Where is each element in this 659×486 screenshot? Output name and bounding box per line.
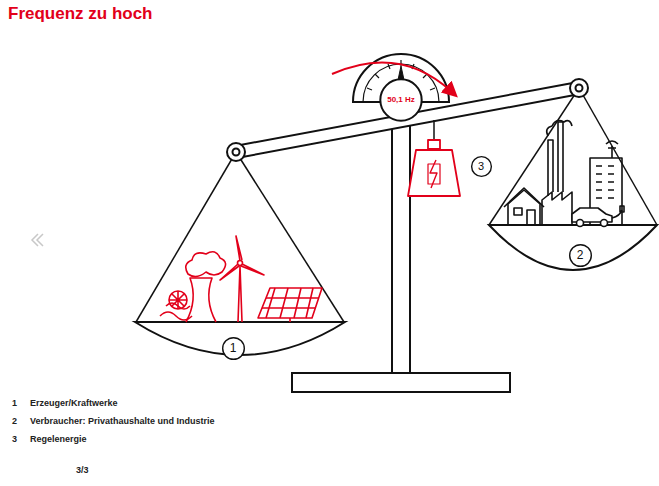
scale-beam xyxy=(233,149,240,156)
key-number: 1 xyxy=(12,399,17,409)
frequency-display: 50,1 Hz xyxy=(379,78,423,122)
key-number: 3 xyxy=(12,435,17,445)
producers-icon xyxy=(289,318,291,322)
callout-number: 1 xyxy=(222,337,245,360)
nav-chevron xyxy=(37,234,43,246)
producers-icon xyxy=(160,312,192,320)
scale-beam xyxy=(227,79,588,161)
node-outline xyxy=(471,156,491,176)
consumers-icon xyxy=(527,210,535,225)
page-indicator: 3/3 xyxy=(76,466,89,476)
node-label: 3 xyxy=(478,161,484,172)
scale-stand xyxy=(292,373,510,392)
node-outline xyxy=(222,337,244,359)
producers-icon xyxy=(220,264,239,280)
right-pan xyxy=(489,88,657,270)
key-number: 2 xyxy=(12,417,17,427)
consumers-icon xyxy=(577,220,584,227)
node-label: 50,1 Hz xyxy=(387,96,415,104)
nav-chevron xyxy=(32,234,43,246)
consumers-icon xyxy=(504,121,624,227)
producers-icon xyxy=(262,288,319,318)
consumers-icon xyxy=(548,140,553,196)
left-pan xyxy=(135,152,345,355)
producers-icon xyxy=(258,288,322,318)
producers-icon xyxy=(238,266,242,322)
node-outline xyxy=(380,79,421,120)
control-energy-weight xyxy=(408,120,460,196)
callout-number: 3 xyxy=(471,156,492,177)
control-energy-weight xyxy=(433,120,435,140)
left-pan xyxy=(136,152,236,322)
scale-stand xyxy=(392,108,410,373)
consumers-icon xyxy=(596,166,614,198)
consumers-icon xyxy=(608,146,616,158)
node-label: 1 xyxy=(230,342,237,354)
producers-icon xyxy=(169,291,187,309)
scale-stand xyxy=(292,108,510,392)
scale-beam xyxy=(227,143,245,161)
left-pan xyxy=(236,152,344,322)
consumers-icon xyxy=(514,208,522,215)
key-text: Verbraucher: Privathaushalte und Industr… xyxy=(30,417,215,427)
right-pan xyxy=(579,88,657,225)
consumers-icon xyxy=(547,121,572,136)
node-label: 2 xyxy=(577,249,584,261)
consumers-icon xyxy=(504,188,544,207)
consumers-icon xyxy=(612,206,624,218)
scale-beam xyxy=(570,79,588,97)
control-energy-weight xyxy=(430,160,437,188)
node-outline xyxy=(569,244,591,266)
consumers-icon xyxy=(558,122,563,192)
producers-icon xyxy=(186,252,226,277)
consumers-icon xyxy=(508,190,540,225)
producers-icon xyxy=(160,236,322,322)
producers-icon xyxy=(236,236,242,261)
callout-number: 2 xyxy=(569,244,592,267)
producers-icon xyxy=(186,278,216,322)
diagram-title: Frequenz zu hoch xyxy=(8,4,153,24)
producers-icon xyxy=(241,264,264,275)
scale-beam xyxy=(576,85,583,92)
right-pan xyxy=(489,225,657,270)
key-text: Erzeuger/Kraftwerke xyxy=(30,399,118,409)
control-energy-weight xyxy=(408,150,460,196)
key-text: Regelenergie xyxy=(30,435,87,445)
consumers-icon xyxy=(601,220,608,227)
producers-icon xyxy=(169,291,187,309)
frequency-gauge xyxy=(398,66,404,80)
control-energy-weight xyxy=(428,140,440,149)
consumers-icon xyxy=(542,192,572,225)
consumers-icon xyxy=(606,141,618,144)
